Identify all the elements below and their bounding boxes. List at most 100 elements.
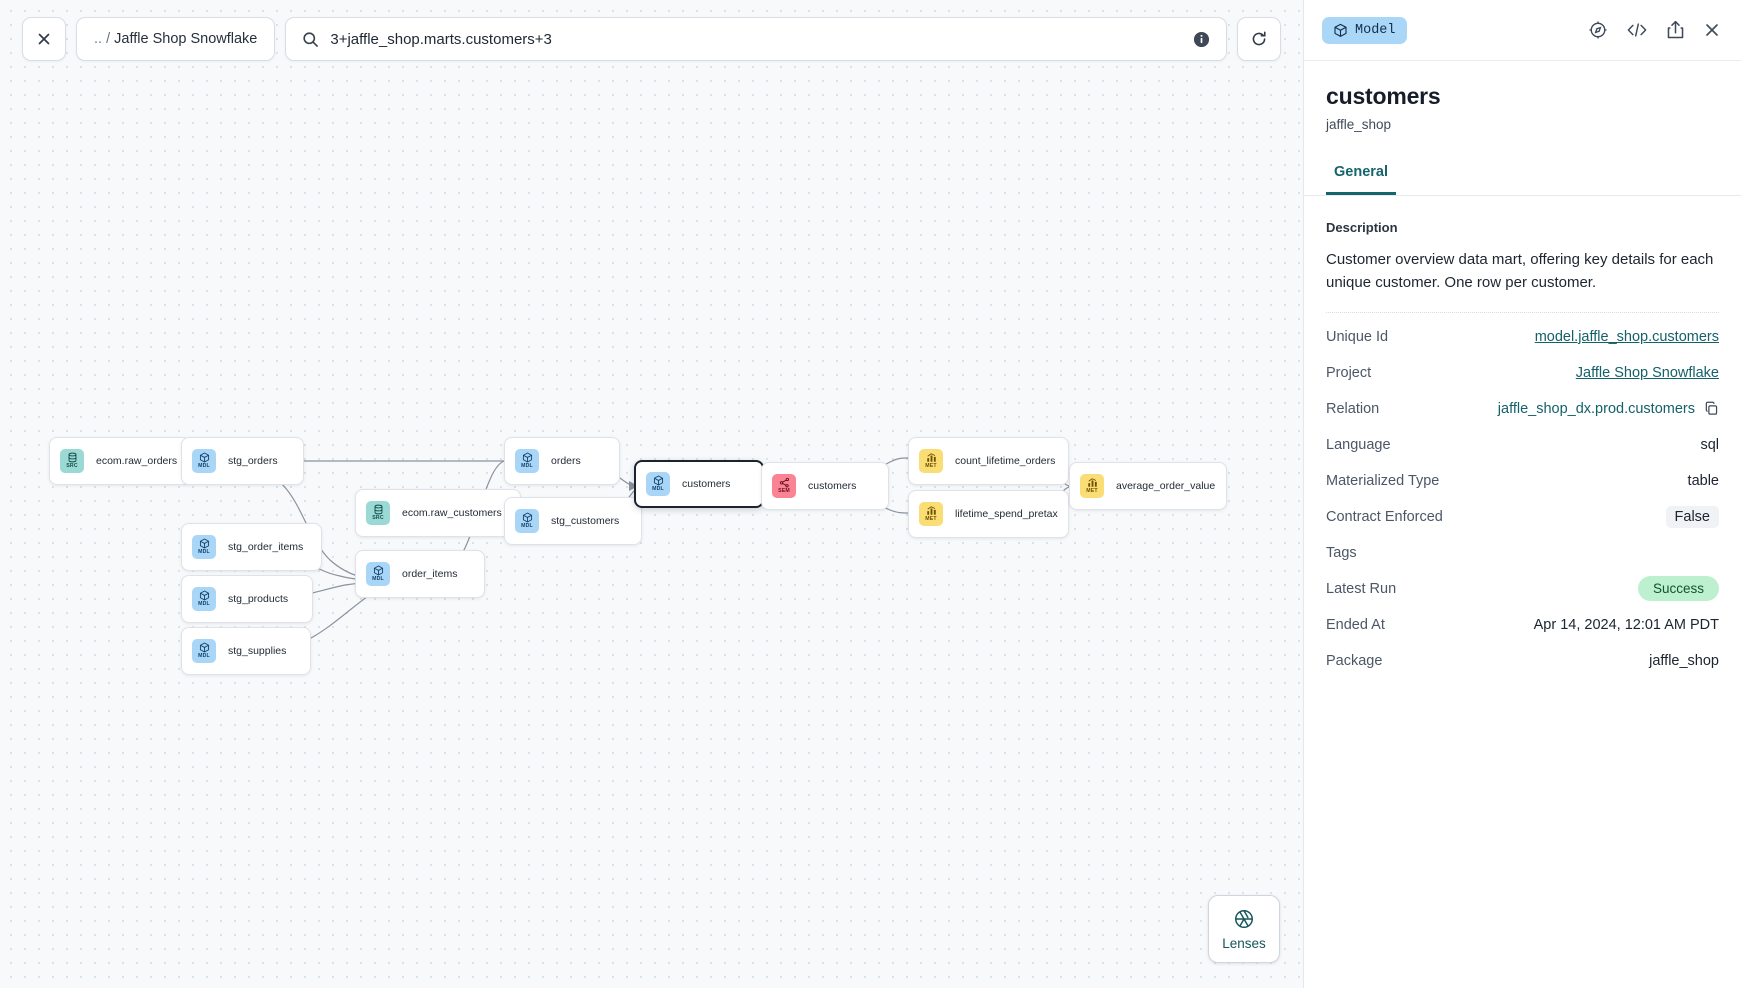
description-text: Customer overview data mart, offering ke… (1326, 251, 1714, 291)
panel-subtitle: jaffle_shop (1326, 117, 1392, 132)
info-icon[interactable] (1193, 31, 1210, 48)
detail-value: False (1665, 505, 1719, 528)
lineage-search[interactable] (285, 17, 1228, 61)
code-icon[interactable] (1626, 20, 1648, 40)
page-title: customers (1326, 83, 1441, 109)
cube-icon: MDL (646, 472, 670, 496)
tab-general[interactable]: General (1326, 158, 1396, 195)
graph-node-average_order_value[interactable]: MET average_order_value (1069, 462, 1227, 510)
detail-key: Latest Run (1326, 580, 1397, 597)
graph-node-label: orders (551, 455, 581, 467)
detail-value: Apr 14, 2024, 12:01 AM PDT (1533, 616, 1719, 633)
breadcrumb[interactable]: .. / Jaffle Shop Snowflake (76, 17, 276, 61)
graph-node-stg_products[interactable]: MDL stg_products (181, 575, 313, 623)
copy-icon[interactable] (1704, 401, 1719, 416)
detail-key: Tags (1326, 544, 1357, 561)
detail-value: table (1687, 472, 1719, 489)
detail-key: Relation (1326, 400, 1380, 417)
panel-actions (1588, 20, 1721, 40)
detail-value: Success (1637, 576, 1719, 602)
graph-node-label: stg_supplies (228, 645, 287, 657)
graph-node-label: ecom.raw_orders (96, 455, 178, 467)
explore-icon[interactable] (1588, 20, 1608, 40)
relation-text: jaffle_shop_dx.prod.customers (1497, 400, 1695, 417)
detail-value[interactable]: Jaffle Shop Snowflake (1575, 364, 1719, 381)
search-icon (302, 31, 319, 48)
panel-tabs: General (1304, 158, 1741, 196)
node-type-label: Model (1355, 22, 1396, 38)
graph-node-label: customers (682, 478, 731, 490)
detail-key: Unique Id (1326, 328, 1389, 345)
cube-icon (1333, 23, 1348, 38)
graph-node-stg_orders[interactable]: MDL stg_orders (181, 437, 304, 485)
cube-icon: MDL (515, 449, 539, 473)
canvas-toolbar: .. / Jaffle Shop Snowflake (22, 17, 1282, 61)
graph-node-orders[interactable]: MDL orders (504, 437, 620, 485)
graph-node-ecom.raw_orders[interactable]: SRC ecom.raw_orders (49, 437, 191, 485)
description-label: Description (1326, 220, 1398, 235)
search-input[interactable] (330, 30, 1183, 48)
graph-node-label: stg_customers (551, 515, 620, 527)
detail-row-latest-run: Latest Run Success (1326, 571, 1719, 607)
detail-value: sql (1700, 436, 1719, 453)
detail-value[interactable]: model.jaffle_shop.customers (1534, 328, 1719, 345)
graph-node-stg_supplies[interactable]: MDL stg_supplies (181, 627, 311, 675)
detail-value: jaffle_shop_dx.prod.customers (1498, 401, 1719, 417)
detail-row-unique-id: Unique Id model.jaffle_shop.customers (1326, 319, 1719, 355)
lenses-label: Lenses (1222, 935, 1266, 951)
detail-key: Package (1326, 652, 1383, 669)
close-icon[interactable] (1703, 21, 1721, 39)
refresh-button[interactable] (1237, 17, 1282, 61)
details-panel: Model (1303, 0, 1741, 988)
cube-icon: MDL (192, 535, 216, 559)
graph-node-label: average_order_value (1116, 480, 1216, 492)
graph-node-label: stg_products (228, 593, 289, 605)
share-icon[interactable] (1666, 20, 1685, 40)
detail-row-contract-enforced: Contract Enforced False (1326, 499, 1719, 535)
graph-node-label: order_items (402, 568, 458, 580)
node-type-pill[interactable]: Model (1322, 16, 1407, 44)
graph-node-label: customers (808, 480, 857, 492)
detail-key: Contract Enforced (1326, 508, 1443, 525)
bar-chart-icon: MET (919, 502, 943, 526)
cube-icon: MDL (192, 587, 216, 611)
panel-body: Description Customer overview data mart,… (1304, 196, 1741, 988)
breadcrumb-project: Jaffle Shop Snowflake (114, 31, 258, 47)
lineage-canvas[interactable]: .. / Jaffle Shop Snowflake (0, 0, 1303, 988)
graph-node-ecom.raw_customers[interactable]: SRC ecom.raw_customers (355, 489, 521, 537)
detail-row-package: Package jaffle_shop (1326, 643, 1719, 679)
graph-node-label: ecom.raw_customers (402, 507, 502, 519)
semantic-node-icon: SEM (772, 474, 796, 498)
detail-key: Project (1326, 364, 1372, 381)
database-icon: SRC (60, 449, 84, 473)
panel-title-block: customers jaffle_shop (1304, 61, 1741, 132)
graph-node-customers_model[interactable]: MDL customers (634, 460, 764, 508)
database-icon: SRC (366, 501, 390, 525)
graph-node-customers_semantic[interactable]: SEM customers (761, 462, 889, 510)
aperture-icon (1233, 908, 1255, 930)
detail-row-tags: Tags (1326, 535, 1719, 571)
graph-node-label: count_lifetime_orders (955, 455, 1056, 467)
cube-icon: MDL (366, 562, 390, 586)
detail-value: jaffle_shop (1649, 652, 1719, 669)
breadcrumb-prefix: .. / (94, 31, 111, 47)
detail-key: Language (1326, 436, 1391, 453)
lenses-button[interactable]: Lenses (1208, 895, 1280, 963)
graph-node-order_items[interactable]: MDL order_items (355, 550, 485, 598)
detail-key: Ended At (1326, 616, 1385, 633)
cube-icon: MDL (192, 449, 216, 473)
detail-row-relation: Relation jaffle_shop_dx.prod.customers (1326, 391, 1719, 427)
divider (1326, 311, 1719, 313)
bar-chart-icon: MET (1080, 474, 1104, 498)
graph-node-label: stg_orders (228, 455, 278, 467)
cube-icon: MDL (192, 639, 216, 663)
panel-header: Model (1304, 0, 1741, 61)
close-lineage-button[interactable] (22, 17, 66, 61)
close-icon (36, 31, 52, 47)
